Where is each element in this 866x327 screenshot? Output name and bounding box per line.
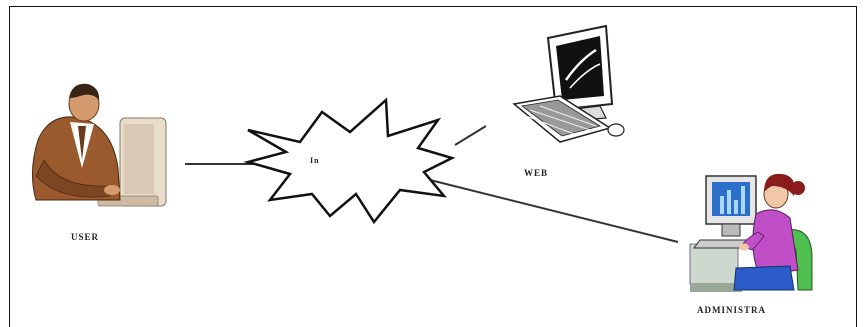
network-label: In bbox=[310, 156, 320, 165]
user-at-computer-icon bbox=[32, 84, 166, 206]
administrator-label: ADMINISTRA bbox=[697, 305, 766, 315]
user-label: USER bbox=[71, 232, 99, 242]
network-to-admin-line bbox=[430, 180, 678, 242]
web-label: WEB bbox=[524, 168, 548, 178]
network-to-web-line bbox=[455, 126, 486, 145]
web-server-computer-icon bbox=[514, 26, 624, 142]
network-starburst-icon bbox=[248, 100, 452, 222]
administrator-at-computer-icon bbox=[690, 174, 812, 292]
